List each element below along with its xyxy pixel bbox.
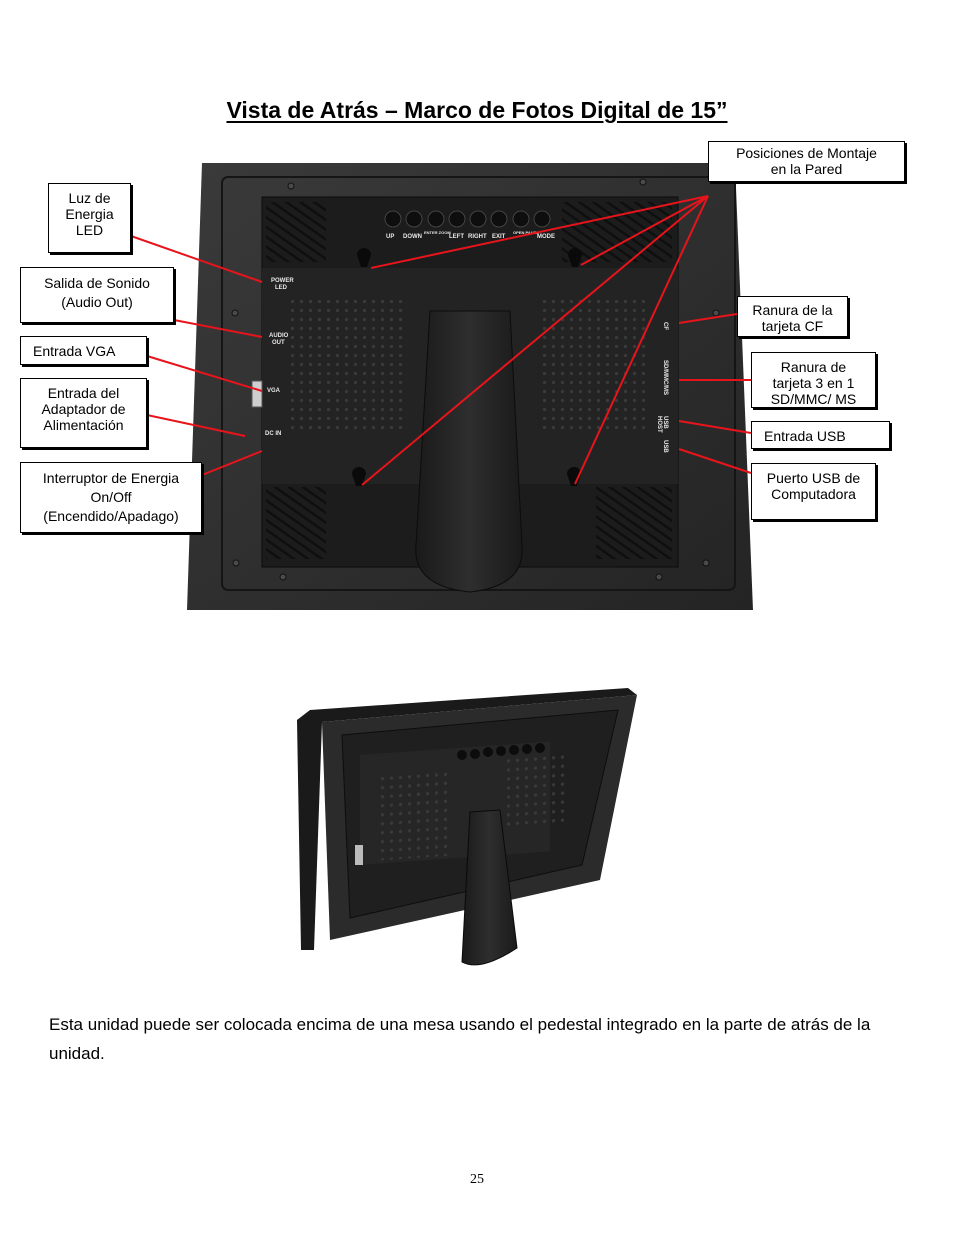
callout-usb-pc-line-2: Computadora — [756, 486, 871, 502]
callout-mount-line-1: Posiciones de Montaje — [713, 145, 900, 161]
callout-power-led-line-2: Energia — [53, 206, 126, 222]
dev-usb: USB — [662, 440, 668, 453]
callout-vga-line-1: Entrada VGA — [33, 343, 142, 359]
caption-paragraph: Esta unidad puede ser colocada encima de… — [49, 1010, 879, 1068]
callout-audio-out-line-2: (Audio Out) — [25, 293, 169, 312]
callout-cf-line-2: tarjeta CF — [742, 318, 843, 334]
dev-power-led-2: LED — [275, 285, 288, 291]
callout-card-3in1-line-2: tarjeta 3 en 1 — [756, 375, 871, 391]
callout-power-led-line-3: LED — [53, 222, 126, 238]
callout-card-3in1: Ranura de tarjeta 3 en 1 SD/MMC/ MS — [751, 352, 876, 408]
btn-label-right: RIGHT — [468, 234, 487, 240]
angled-view-photo — [297, 688, 637, 965]
callout-power-switch: Interruptor de Energia On/Off (Encendido… — [20, 462, 202, 533]
btn-label-up: UP — [386, 234, 394, 240]
callout-usb-pc-line-1: Puerto USB de — [756, 470, 871, 486]
callout-cf-line-1: Ranura de la — [742, 302, 843, 318]
callout-audio-out: Salida de Sonido (Audio Out) — [20, 267, 174, 323]
callout-mount-positions: Posiciones de Montaje en la Pared — [708, 141, 905, 182]
dev-audio-out-2: OUT — [272, 340, 285, 346]
callout-vga: Entrada VGA — [20, 336, 147, 365]
callout-dc-in-line-1: Entrada del — [25, 385, 142, 401]
callout-usb-pc: Puerto USB de Computadora — [751, 463, 876, 520]
callout-mount-line-2: en la Pared — [713, 161, 900, 177]
callout-card-3in1-line-3: SD/MMC/ MS — [756, 391, 871, 407]
dev-cf: CF — [662, 322, 668, 330]
stand — [416, 311, 523, 592]
btn-label-enter: ENTER ZOOM — [424, 230, 451, 235]
dev-dc-in: DC IN — [265, 431, 281, 437]
dev-vga: VGA — [267, 388, 281, 394]
callout-power-switch-line-2: On/Off — [25, 488, 197, 507]
dev-power-led-1: POWER — [271, 278, 294, 284]
dev-audio-out-1: AUDIO — [269, 333, 289, 339]
callout-power-switch-line-1: Interruptor de Energia — [25, 469, 197, 488]
callout-power-switch-line-3: (Encendido/Apadago) — [25, 507, 197, 526]
btn-label-left: LEFT — [449, 234, 464, 240]
btn-label-mode: MODE — [537, 234, 555, 240]
callout-usb-in-line-1: Entrada USB — [764, 428, 885, 444]
callout-card-3in1-line-1: Ranura de — [756, 359, 871, 375]
btn-label-down: DOWN — [403, 234, 422, 240]
callout-dc-in-line-3: Alimentación — [25, 417, 142, 433]
callout-cf-slot: Ranura de la tarjeta CF — [737, 296, 848, 337]
callout-dc-in-line-2: Adaptador de — [25, 401, 142, 417]
dev-usb-host-2: HOST — [656, 416, 662, 433]
callout-usb-in: Entrada USB — [751, 421, 890, 449]
callout-dc-in: Entrada del Adaptador de Alimentación — [20, 378, 147, 448]
callout-power-led-line-1: Luz de — [53, 190, 126, 206]
page-number: 25 — [0, 1172, 954, 1188]
dev-sd: SD/MMC/MS — [662, 360, 668, 395]
callout-power-led: Luz de Energia LED — [48, 183, 131, 253]
callout-audio-out-line-1: Salida de Sonido — [25, 274, 169, 293]
